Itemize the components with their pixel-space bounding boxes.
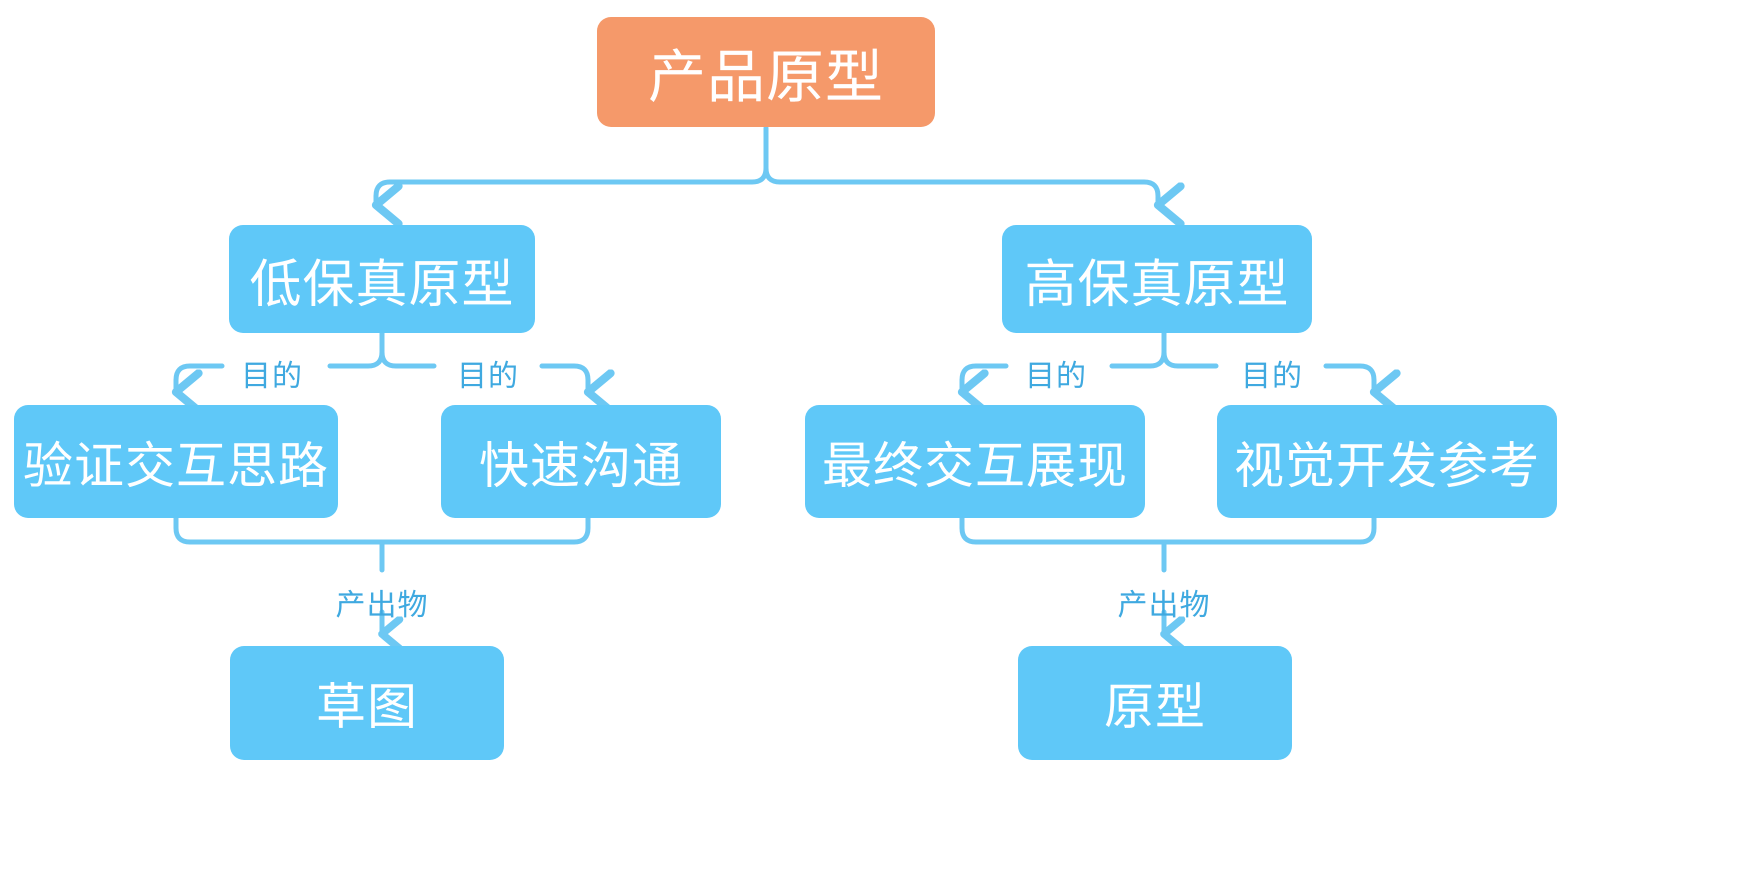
node-root-label: 产品原型 [647, 43, 884, 111]
edge-high-right-inner [1161, 349, 1219, 369]
node-visual-dev-reference-label: 视觉开发参考 [1234, 436, 1540, 495]
node-low-fidelity-label: 低保真原型 [249, 254, 515, 315]
edge-low-left-inner [327, 349, 385, 369]
node-visual-dev-reference[interactable]: 视觉开发参考 [1217, 405, 1557, 518]
node-prototype[interactable]: 原型 [1018, 646, 1292, 760]
node-verify-interaction[interactable]: 验证交互思路 [14, 405, 338, 518]
edge-low-right-to-node [539, 363, 588, 392]
edge-high-right-to-node [1323, 363, 1374, 392]
node-final-interaction-label: 最终交互展现 [822, 436, 1128, 495]
edge-label-purpose-high-1: 目的 [1014, 351, 1098, 395]
node-final-interaction[interactable]: 最终交互展现 [805, 405, 1145, 518]
edge-label-output-left: 产出物 [312, 580, 452, 624]
edge-label-text: 目的 [241, 359, 303, 394]
edge-root-to-high-fidelity [763, 157, 1158, 205]
edge-low-right-inner [379, 349, 437, 369]
edge-merge-right-a [959, 515, 1151, 545]
node-high-fidelity-label: 高保真原型 [1024, 254, 1290, 315]
edge-label-purpose-low-2: 目的 [446, 351, 530, 395]
edge-label-output-right: 产出物 [1094, 580, 1234, 624]
edge-low-left-to-node [176, 363, 225, 392]
node-prototype-label: 原型 [1104, 678, 1206, 736]
edge-label-text: 目的 [1025, 359, 1087, 394]
node-low-fidelity[interactable]: 低保真原型 [229, 225, 535, 333]
edge-label-text: 产出物 [335, 588, 429, 623]
node-sketch[interactable]: 草图 [230, 646, 504, 760]
edge-merge-left-a [173, 515, 369, 545]
edge-label-purpose-high-2: 目的 [1230, 351, 1314, 395]
edge-high-left-inner [1109, 349, 1167, 369]
edge-label-text: 目的 [1241, 359, 1303, 394]
node-root[interactable]: 产品原型 [597, 17, 935, 127]
node-verify-interaction-label: 验证交互思路 [23, 436, 329, 495]
node-high-fidelity[interactable]: 高保真原型 [1002, 225, 1312, 333]
edge-high-left-to-node [962, 363, 1009, 392]
edge-merge-left-b [395, 515, 591, 545]
node-fast-communication-label: 快速沟通 [479, 436, 683, 495]
node-fast-communication[interactable]: 快速沟通 [441, 405, 721, 518]
edge-label-purpose-low-1: 目的 [230, 351, 314, 395]
edge-root-to-low-fidelity [376, 157, 769, 205]
edge-label-text: 产出物 [1117, 588, 1211, 623]
node-sketch-label: 草图 [316, 678, 418, 736]
edge-label-text: 目的 [457, 359, 519, 394]
edge-merge-right-b [1177, 515, 1377, 545]
